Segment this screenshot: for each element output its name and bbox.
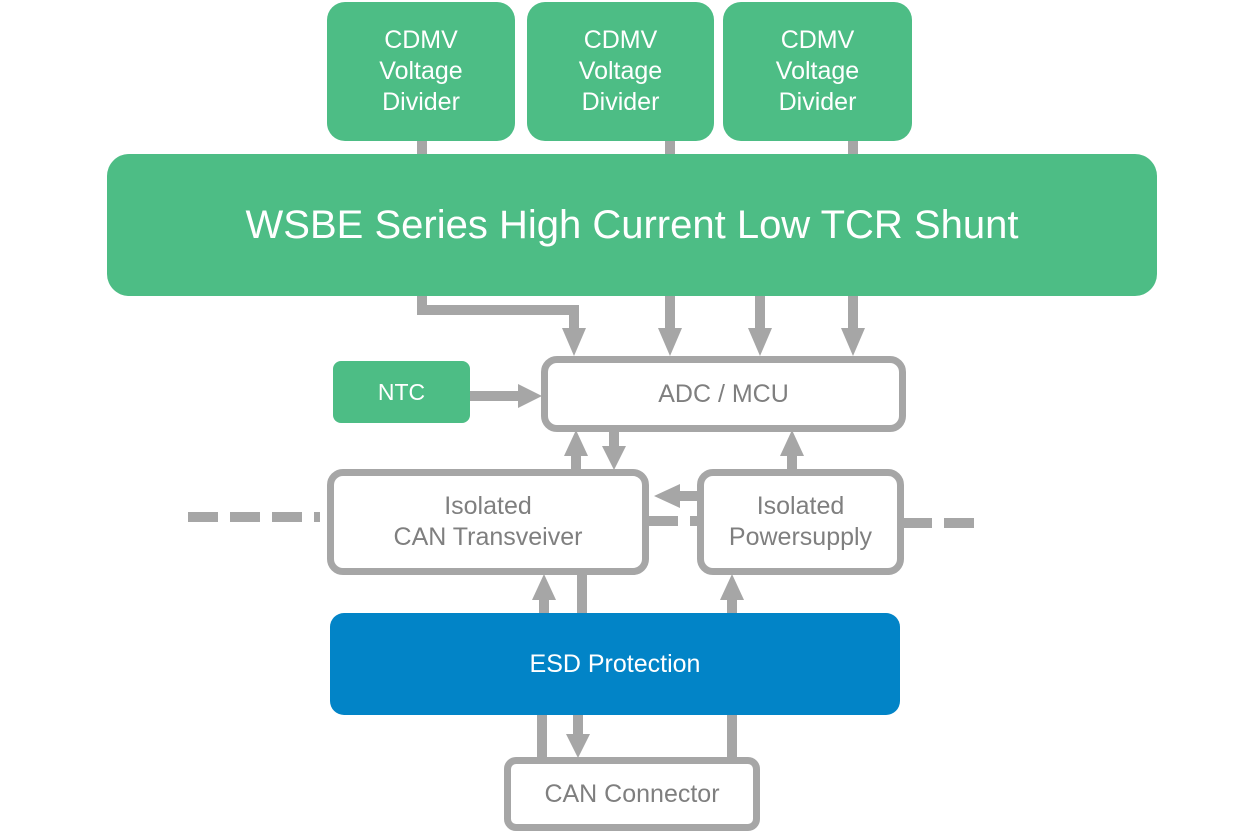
arrowhead-shunt-adc-4: [841, 328, 865, 356]
voltage-divider-3: CDMV Voltage Divider: [723, 2, 912, 141]
voltage-divider-1-label: CDMV Voltage Divider: [379, 25, 463, 117]
adc-mcu-label: ADC / MCU: [658, 379, 789, 408]
arrowhead-esd-power: [720, 574, 744, 600]
shunt-label: WSBE Series High Current Low TCR Shunt: [245, 202, 1019, 247]
esd-protection-label: ESD Protection: [529, 649, 701, 678]
arrowhead-adc-to-can: [602, 446, 626, 470]
arrowhead-power-adc: [780, 430, 804, 456]
ntc-label: NTC: [377, 378, 426, 405]
voltage-divider-1: CDMV Voltage Divider: [327, 2, 515, 141]
ntc-block: NTC: [333, 361, 470, 423]
adc-mcu-block: ADC / MCU: [541, 356, 906, 432]
arrowhead-power-can: [654, 484, 680, 508]
voltage-divider-2-label: CDMV Voltage Divider: [578, 25, 663, 117]
arrowhead-shunt-adc-3: [748, 328, 772, 356]
voltage-divider-2: CDMV Voltage Divider: [527, 2, 714, 141]
arrowhead-shunt-adc-1: [562, 328, 586, 356]
arrowhead-shunt-adc-2: [658, 328, 682, 356]
connector-shunt-adc-1: [417, 294, 579, 330]
power-supply-block: Isolated Powersupply: [697, 469, 904, 575]
power-supply-label: Isolated Powersupply: [728, 491, 873, 551]
voltage-divider-3-label: CDMV Voltage Divider: [775, 25, 860, 117]
arrowhead-ntc-adc: [518, 384, 542, 408]
shunt-block: WSBE Series High Current Low TCR Shunt: [107, 154, 1157, 296]
arrowhead-can-to-adc: [564, 430, 588, 456]
can-connector-block: CAN Connector: [504, 757, 760, 831]
arrowhead-esd-can: [532, 574, 556, 600]
can-transceiver-label: Isolated CAN Transveiver: [393, 491, 583, 551]
arrowhead-esd-canconn: [566, 734, 590, 758]
can-connector-label: CAN Connector: [544, 779, 720, 808]
esd-protection-block: ESD Protection: [330, 613, 900, 715]
can-transceiver-block: Isolated CAN Transveiver: [327, 469, 649, 575]
